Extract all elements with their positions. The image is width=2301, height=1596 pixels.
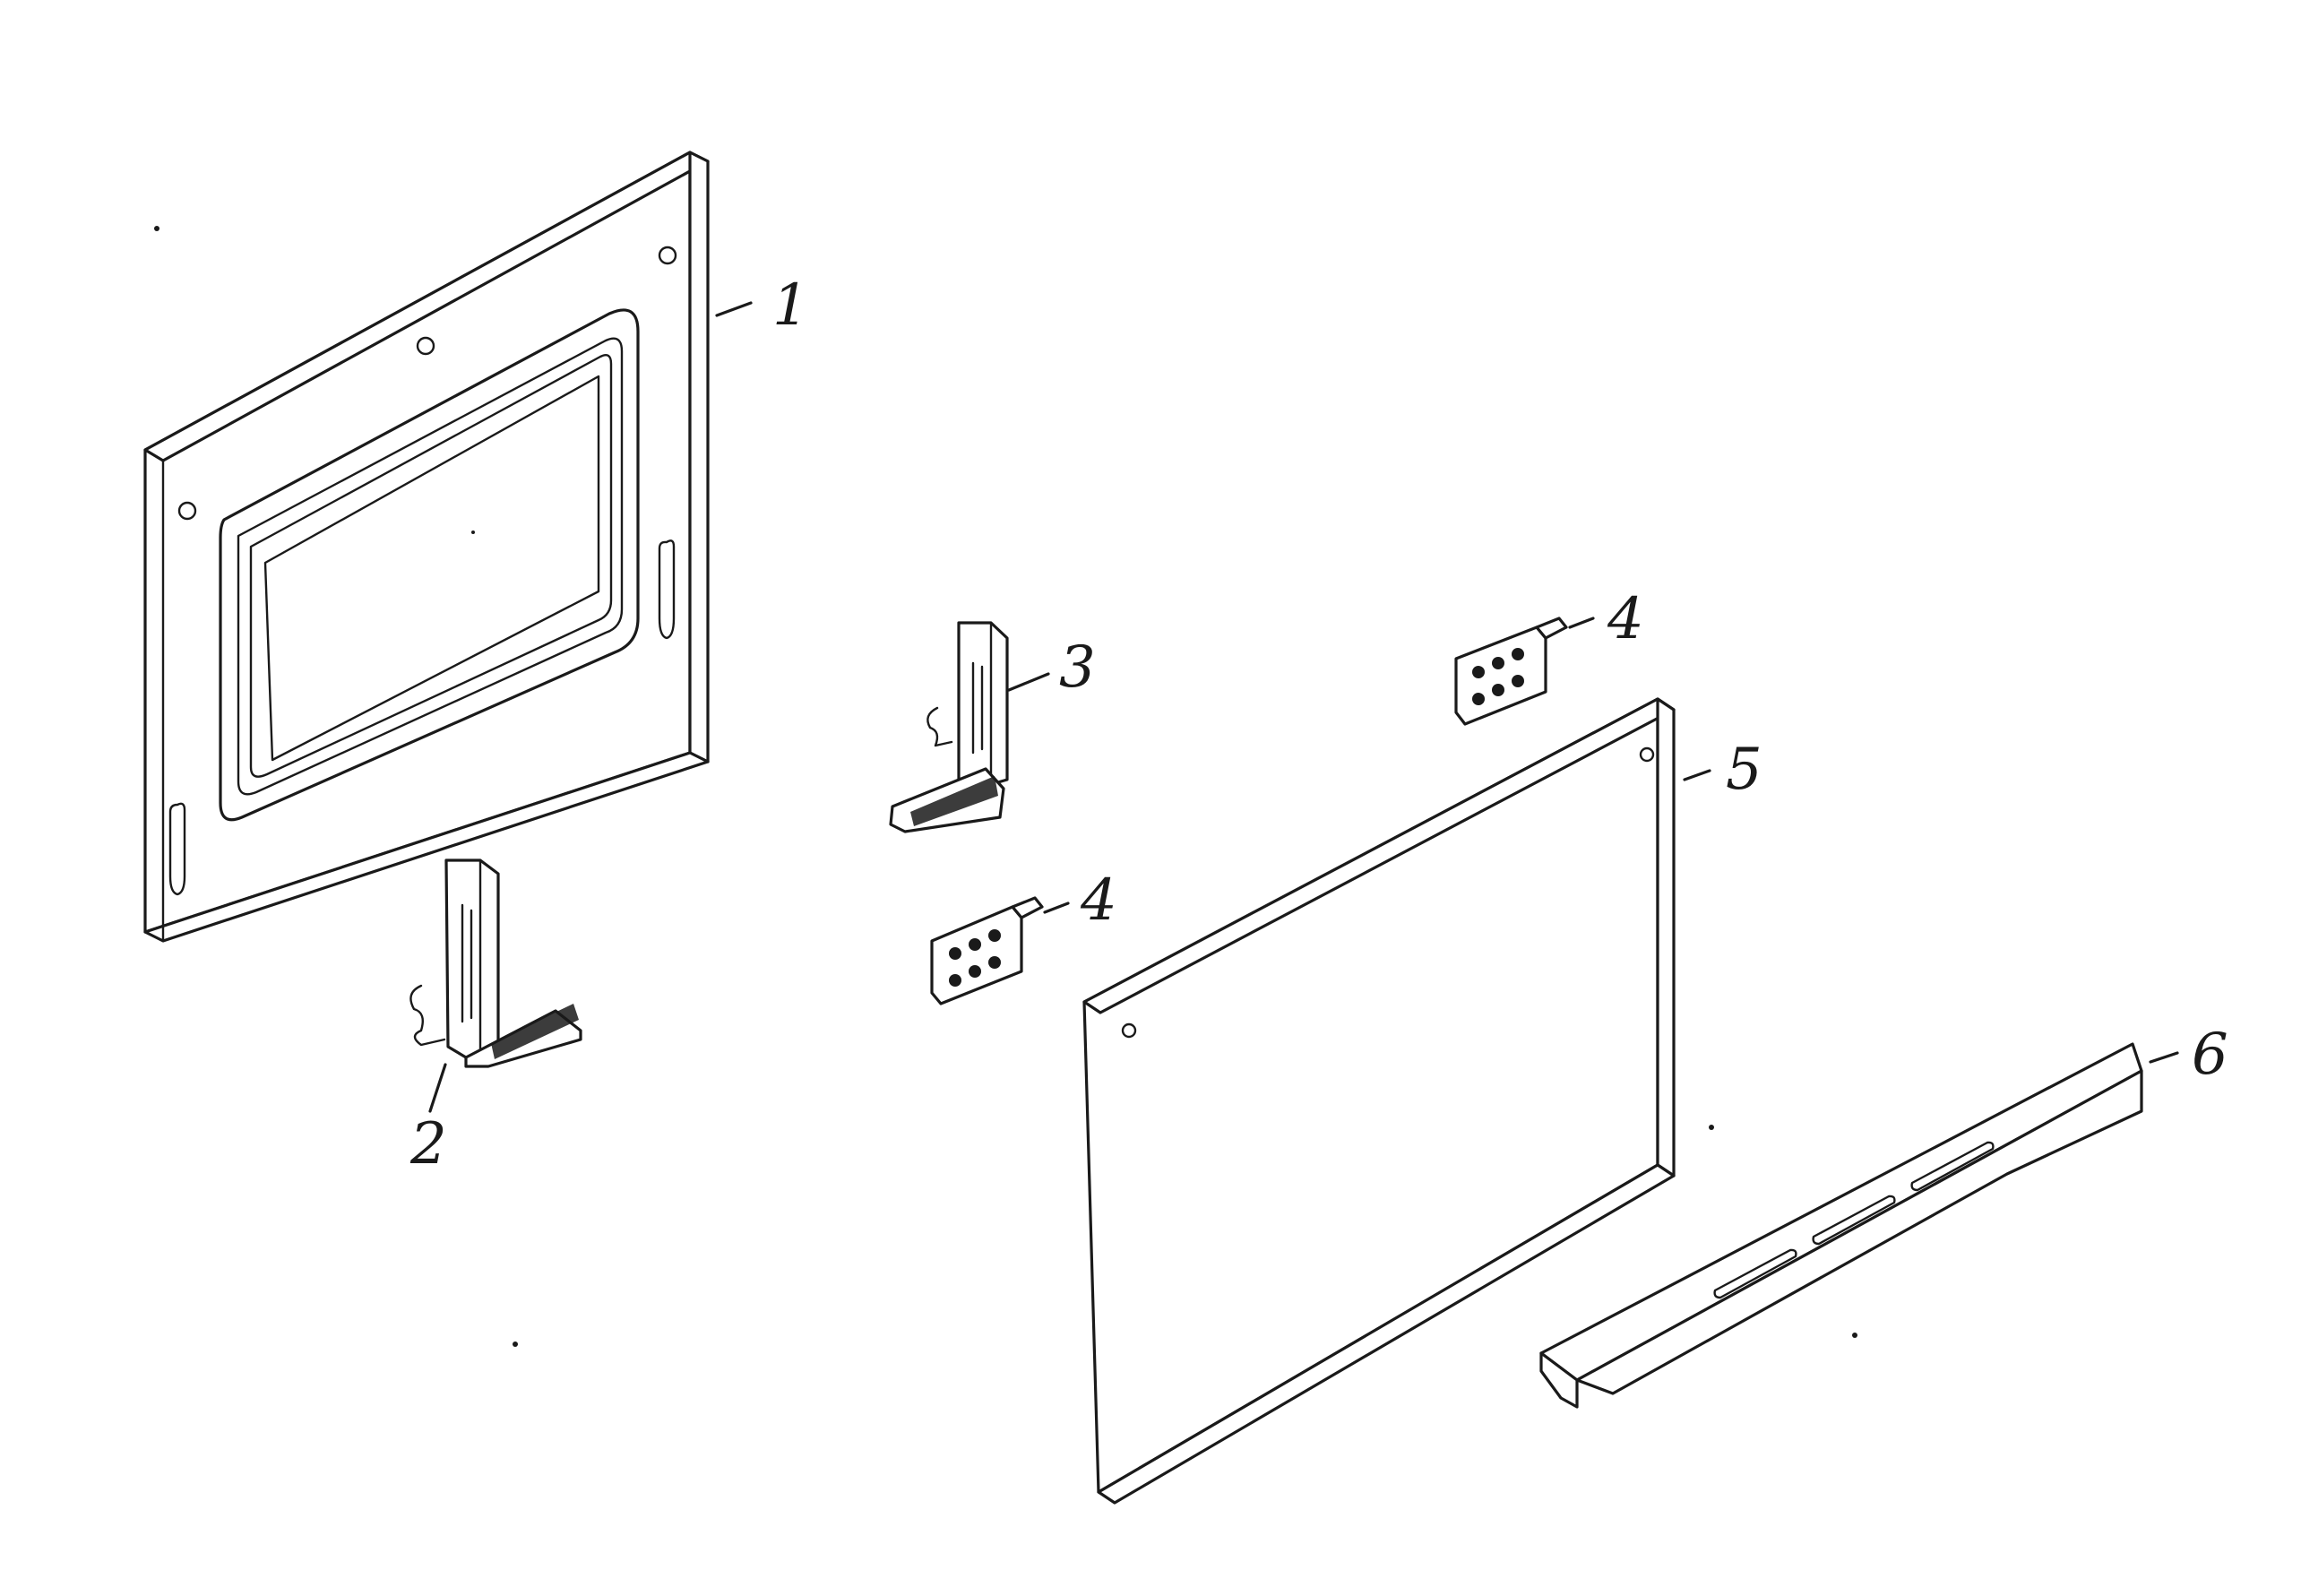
callout-3: 3: [1059, 634, 1096, 701]
callout-2: 2: [409, 1111, 447, 1178]
part-6-trim-bar: [1539, 1042, 2179, 1409]
callout-1: 1: [772, 272, 809, 339]
part-4-bracket-upper: [1454, 617, 1595, 726]
part-4-bracket-lower: [930, 896, 1070, 1005]
callout-6: 6: [2192, 1022, 2228, 1088]
part-2-hinge-left: [409, 858, 582, 1113]
callout-5: 5: [1726, 737, 1762, 803]
part-5-front-panel: [1082, 697, 1711, 1505]
part-1-door-inner-frame: [143, 151, 710, 943]
callout-4-upper: 4: [1607, 586, 1644, 652]
callout-4-lower: 4: [1080, 867, 1117, 934]
part-3-hinge-center: [889, 621, 1050, 833]
leader-line-1: [715, 301, 753, 317]
